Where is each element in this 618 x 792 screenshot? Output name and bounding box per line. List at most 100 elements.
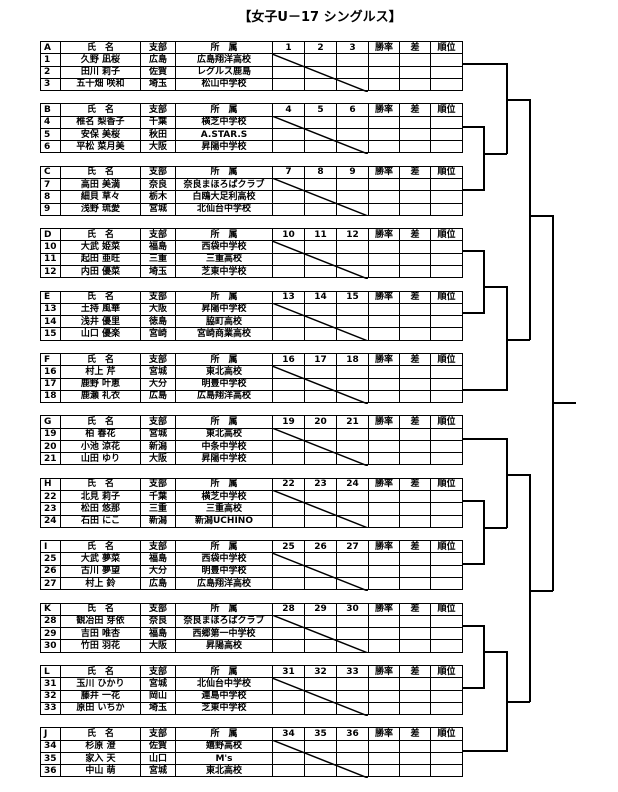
player-name: 安保 美桜 — [60, 127, 141, 142]
player-affiliation: 広島翔洋高校 — [175, 389, 273, 404]
win-rate-header: 勝率 — [368, 540, 400, 554]
bracket-line — [462, 126, 485, 191]
player-name: 浅野 琉愛 — [60, 202, 141, 216]
rank-cell — [430, 452, 463, 466]
name-header: 氏 名 — [60, 540, 141, 554]
player-affiliation: 芝東中学校 — [175, 701, 273, 716]
bracket-line — [462, 286, 508, 391]
player-affiliation: 西袋中学校 — [175, 552, 273, 566]
player-name: 観冶田 芽依 — [60, 614, 141, 629]
rank-cell — [430, 614, 463, 629]
player-name: 高田 美満 — [60, 178, 141, 192]
rank-cell — [430, 689, 463, 703]
player-name: 山口 優楽 — [60, 327, 141, 341]
win-rate-header: 勝率 — [368, 228, 400, 242]
rank-header: 順位 — [430, 40, 463, 55]
bracket-line — [462, 500, 485, 565]
match-header: 26 — [304, 540, 337, 554]
rank-cell — [430, 677, 463, 691]
affiliation-header: 所 属 — [175, 228, 273, 242]
bracket-line — [507, 99, 531, 340]
player-affiliation: 三重高校 — [175, 502, 273, 516]
player-name: 内田 優菜 — [60, 264, 141, 279]
bracket-line — [507, 474, 531, 702]
rank-cell — [430, 701, 463, 716]
rank-cell — [430, 576, 463, 591]
rank-cell — [430, 327, 463, 341]
branch-header: 支部 — [140, 228, 176, 242]
rank-cell — [430, 190, 463, 204]
rank-header: 順位 — [430, 602, 463, 616]
player-branch: 秋田 — [140, 127, 176, 142]
player-branch: 大阪 — [140, 452, 176, 466]
affiliation-header: 所 属 — [175, 664, 273, 679]
bracket-line — [462, 63, 508, 154]
player-number: 36 — [40, 764, 61, 778]
affiliation-header: 所 属 — [175, 40, 273, 55]
match-header: 33 — [336, 664, 369, 679]
player-affiliation: 北仙台中学校 — [175, 677, 273, 691]
player-name: 家入 天 — [60, 751, 141, 766]
branch-header: 支部 — [140, 602, 176, 616]
match-header: 31 — [272, 664, 305, 679]
player-name: 中山 萌 — [60, 764, 141, 778]
name-header: 氏 名 — [60, 664, 141, 679]
player-affiliation: 明豊中学校 — [175, 564, 273, 578]
group-label: D — [40, 228, 61, 242]
diff-header: 差 — [399, 602, 431, 616]
bracket-line — [530, 215, 554, 591]
rank-header: 順位 — [430, 540, 463, 554]
player-name: 鹿瀬 礼衣 — [60, 389, 141, 404]
rank-header: 順位 — [430, 664, 463, 679]
rank-cell — [430, 127, 463, 142]
rank-cell — [430, 514, 463, 528]
player-branch: 奈良 — [140, 178, 176, 192]
rank-cell — [430, 77, 463, 92]
rank-cell — [430, 178, 463, 192]
player-affiliation: 西郷第一中学校 — [175, 627, 273, 641]
bracket-line — [462, 438, 508, 528]
rank-cell — [430, 552, 463, 566]
rank-header: 順位 — [430, 727, 463, 741]
player-branch: 山口 — [140, 751, 176, 766]
affiliation-header: 所 属 — [175, 727, 273, 741]
rank-cell — [430, 389, 463, 404]
bracket-line — [462, 625, 485, 689]
rank-cell — [430, 140, 463, 154]
player-affiliation: 宮崎商業高校 — [175, 327, 273, 341]
bracket-line — [462, 250, 485, 314]
diff-header: 差 — [399, 540, 431, 554]
win-rate-header: 勝率 — [368, 40, 400, 55]
match-header: 28 — [272, 602, 305, 616]
player-name: 五十畑 咲和 — [60, 77, 141, 92]
player-affiliation: 北仙台中学校 — [175, 202, 273, 216]
branch-header: 支部 — [140, 540, 176, 554]
player-name: 玉川 ひかり — [60, 677, 141, 691]
rank-cell — [430, 627, 463, 641]
rank-header: 順位 — [430, 228, 463, 242]
rank-cell — [430, 264, 463, 279]
player-row: 8 細貝 草々 栃木 白鴎大足利高校 — [40, 190, 463, 204]
affiliation-header: 所 属 — [175, 540, 273, 554]
rank-cell — [430, 764, 463, 778]
affiliation-header: 所 属 — [175, 165, 273, 180]
rank-cell — [430, 502, 463, 516]
diff-header: 差 — [399, 165, 431, 180]
match-header: 32 — [304, 664, 337, 679]
player-number: 6 — [40, 140, 61, 154]
rank-cell — [430, 240, 463, 254]
player-row: 12 内田 優菜 埼玉 芝東中学校 — [40, 264, 463, 279]
rank-cell — [430, 639, 463, 653]
rank-cell — [430, 739, 463, 753]
branch-header: 支部 — [140, 664, 176, 679]
win-rate-header: 勝率 — [368, 165, 400, 180]
